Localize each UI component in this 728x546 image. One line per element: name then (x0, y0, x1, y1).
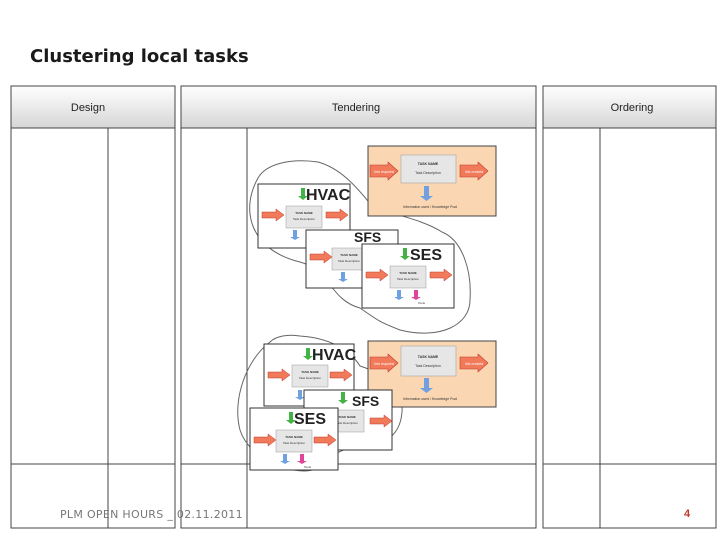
svg-text:TASK NAME: TASK NAME (399, 271, 417, 275)
task-description-label: Task Description (415, 171, 441, 175)
lane-design-label: Design (71, 102, 105, 114)
sfs-label: SFS (354, 229, 381, 245)
svg-text:Task Description: Task Description (283, 441, 305, 445)
svg-text:TASK NAME: TASK NAME (338, 415, 356, 419)
task-name-label: TASK NAME (418, 162, 439, 166)
svg-text:Task Description: Task Description (338, 259, 360, 263)
footer-text: PLM OPEN HOURS _ 02.11.2011 (60, 508, 243, 521)
svg-text:TASK NAME: TASK NAME (285, 435, 303, 439)
sfs-label: SFS (352, 393, 379, 409)
lane-ordering-label: Ordering (611, 102, 654, 114)
lane-ordering: Ordering (542, 85, 717, 129)
info-required-arrow (369, 161, 399, 181)
info-created-label: Info created (465, 362, 484, 366)
cluster-outline-top (249, 160, 471, 334)
svg-text:Task Description: Task Description (397, 277, 419, 281)
svg-text:Tools: Tools (418, 301, 426, 305)
info-required-label: Info required (374, 170, 394, 174)
ses-label: SES (294, 411, 326, 428)
lane-tendering: Tendering (180, 85, 537, 129)
svg-text:Task Description: Task Description (293, 217, 315, 221)
svg-text:Task Description: Task Description (299, 376, 321, 380)
task-description-label: Task Description (415, 364, 441, 368)
info-created-arrow (459, 161, 489, 181)
info-required-label: Info required (374, 362, 394, 366)
lane-design: Design (10, 85, 176, 129)
slide-title: Clustering local tasks (30, 46, 249, 67)
hvac-label: HVAC (306, 187, 351, 204)
task-name-label: TASK NAME (418, 355, 439, 359)
info-created-label: Info created (465, 170, 484, 174)
task-card-ses-bottom: SES TASK NAME Task Description Tools (249, 407, 339, 471)
svg-text:TASK NAME: TASK NAME (301, 370, 319, 374)
knowledge-pool-label: Information used / Knowledge Pool (403, 205, 458, 209)
svg-text:Task Description: Task Description (336, 421, 358, 425)
svg-text:TASK NAME: TASK NAME (295, 211, 313, 215)
hvac-label: HVAC (312, 347, 357, 364)
ses-label: SES (410, 247, 442, 264)
knowledge-pool-label: Information used / Knowledge Pool (403, 397, 458, 401)
template-task-top: Info required TASK NAME Task Description… (367, 145, 497, 217)
svg-text:Tools: Tools (304, 465, 312, 469)
lane-columns (10, 127, 717, 529)
page-number: 4 (684, 508, 691, 520)
svg-text:TASK NAME: TASK NAME (340, 253, 358, 257)
task-card-ses-top: SES TASK NAME Task Description Tools (361, 243, 455, 309)
lane-tendering-label: Tendering (332, 102, 380, 114)
